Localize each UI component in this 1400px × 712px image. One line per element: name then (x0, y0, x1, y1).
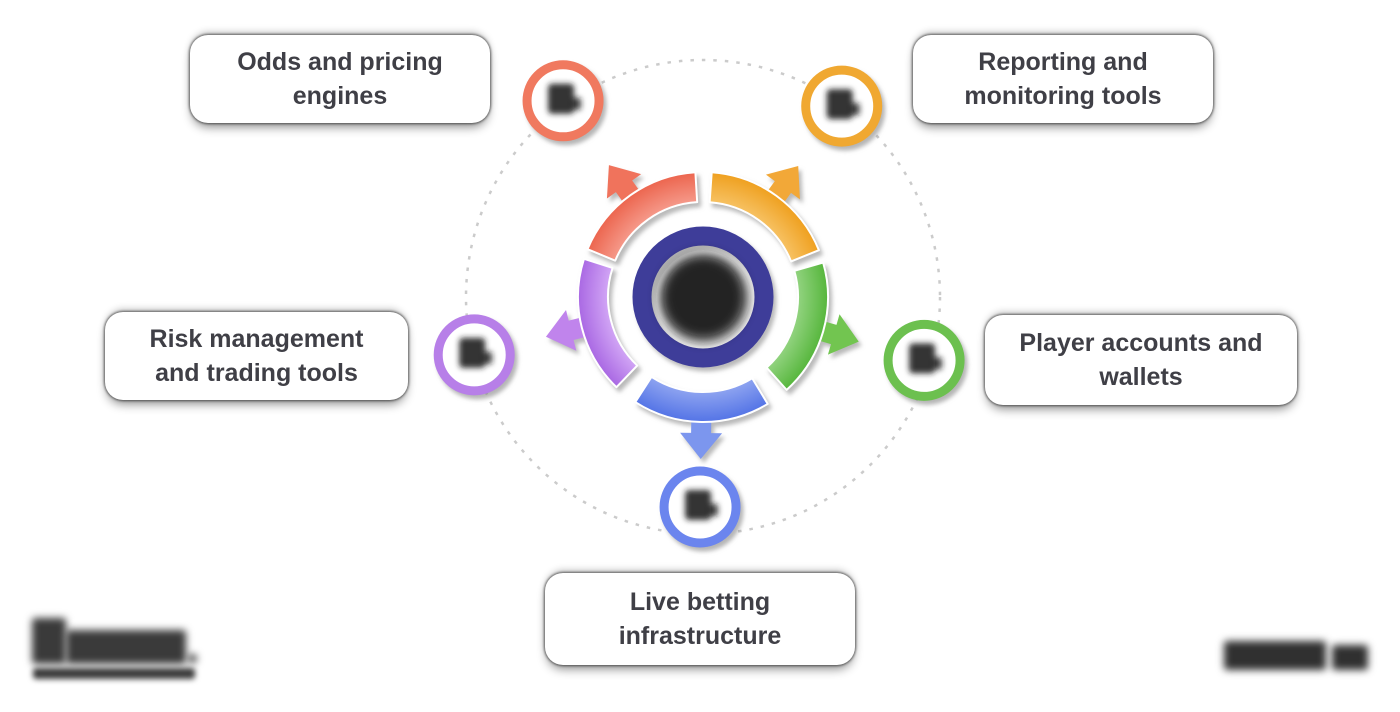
satellite-live (659, 466, 741, 548)
logo-suffix-block (1332, 645, 1368, 670)
reporting-blurred-icon (826, 89, 860, 120)
satellite-odds (522, 60, 604, 142)
center-blurred-icon (660, 254, 746, 340)
satellite-reporting (801, 65, 883, 147)
logo-tagline-block (33, 668, 195, 679)
logo-glyph-block (32, 618, 66, 664)
label-box-live-betting-infrastructure: Live betting infrastructure (545, 573, 855, 665)
segment-live (634, 375, 769, 423)
dashed-orbit-circle (464, 58, 942, 536)
label-box-odds-and-pricing-engines: Odds and pricing engines (190, 35, 490, 123)
logo-wordmark-block (1224, 641, 1326, 670)
inner-navy-ring (632, 226, 774, 368)
satellite-circles (433, 60, 965, 548)
arrow-live (680, 414, 723, 459)
segment-reporting (708, 171, 820, 263)
segment-player (765, 261, 829, 391)
hub-ring (545, 165, 859, 459)
label-box-reporting-and-monitoring-tools: Reporting and monitoring tools (913, 35, 1213, 123)
satellite-risk (433, 314, 515, 396)
live-blurred-icon (685, 489, 719, 520)
odds-blurred-icon (548, 83, 582, 114)
satellite-player (883, 319, 965, 401)
label-box-player-accounts-and-wallets: Player accounts and wallets (985, 315, 1297, 405)
player-blurred-icon (909, 343, 943, 374)
segment-risk (577, 257, 639, 389)
segment-odds (586, 171, 699, 262)
label-box-risk-management-and-trading-tools: Risk management and trading tools (105, 312, 408, 400)
logo-wordmark-block (66, 630, 186, 664)
risk-blurred-icon (459, 337, 493, 368)
logo-period-dot (188, 654, 197, 663)
